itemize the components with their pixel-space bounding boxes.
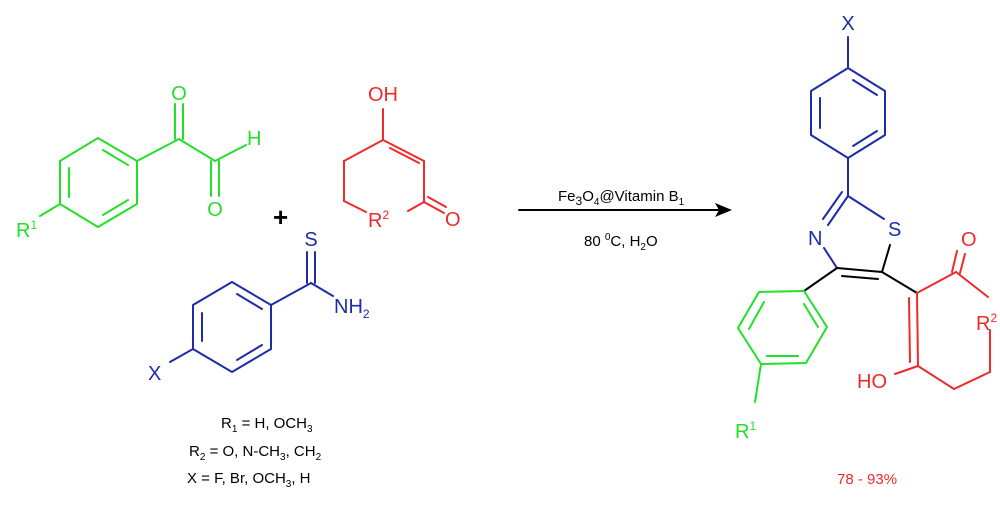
temperature-solvent-label: 80 0C, H2O xyxy=(584,232,658,253)
r1-substituents: R1 = H, OCH3 xyxy=(221,415,313,435)
dione-r2-label: R2 xyxy=(368,208,389,232)
substituent-legend: R1 = H, OCH3 R2 = O, N-CH3, CH2 X = F, B… xyxy=(187,415,322,490)
thioamide-benzene-ring xyxy=(192,281,272,373)
glyoxal-oxygen-2: O xyxy=(207,199,223,221)
cyclic-dione-structure: OH R2 O xyxy=(343,84,461,232)
thioamide-sulfur: S xyxy=(304,229,317,251)
reaction-arrow xyxy=(518,203,732,217)
glyoxal-oxygen-1: O xyxy=(171,83,187,105)
thioamide-x-group: X xyxy=(148,363,161,385)
product-x-group: X xyxy=(841,13,854,35)
product-oxygen: O xyxy=(961,229,977,251)
dione-hydroxyl: OH xyxy=(368,84,398,106)
catalyst-label: Fe3O4@Vitamin B1 xyxy=(558,188,685,208)
product-r2-label: R2 xyxy=(976,311,997,335)
r2-substituents: R2 = O, N-CH3, CH2 xyxy=(189,443,322,463)
glyoxal-r1-label: R1 xyxy=(16,218,37,242)
thiobenzamide-structure: S NH2 X xyxy=(148,229,370,385)
glyoxal-benzene-ring xyxy=(59,137,138,228)
glyoxal-hydrogen: H xyxy=(247,128,261,150)
product-nitrogen: N xyxy=(808,228,822,250)
product-sulfur: S xyxy=(888,219,901,241)
thioamide-amine: NH2 xyxy=(334,296,370,321)
product-hydroxyl: HO xyxy=(857,371,887,393)
x-substituents: X = F, Br, OCH3, H xyxy=(187,470,311,490)
yield-range: 78 - 93% xyxy=(837,471,897,488)
product-r1-label: R1 xyxy=(735,419,756,443)
product-bottom-benzene-ring xyxy=(737,290,828,365)
plus-sign: + xyxy=(273,202,288,232)
aryl-glyoxal-structure: O O H R1 xyxy=(16,83,261,242)
dione-oxygen: O xyxy=(445,209,461,231)
product-top-benzene-ring xyxy=(810,67,886,159)
product-structure: X S N R1 xyxy=(735,13,997,443)
